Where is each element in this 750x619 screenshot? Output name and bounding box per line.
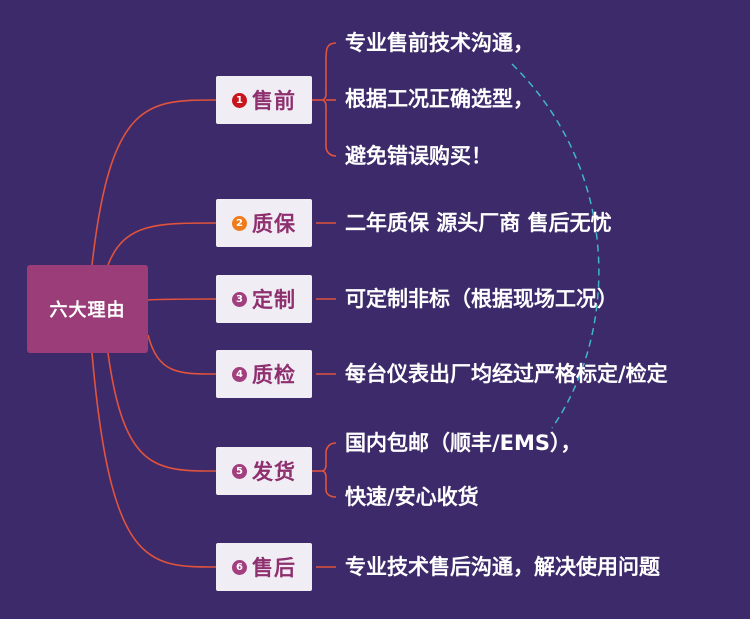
- leaf-item: 专业技术售后沟通，解决使用问题: [345, 555, 660, 579]
- leaf-item: 避免错误购买！: [345, 144, 492, 168]
- branch-quality-inspection[interactable]: 4 质检: [216, 350, 312, 398]
- leaf-connectors: [312, 42, 337, 568]
- root-connector: [107, 222, 217, 266]
- leaf-item: 专业售前技术沟通，: [345, 31, 534, 55]
- root-connector: [91, 352, 217, 568]
- leaf-item: 快速/安心收货: [345, 485, 479, 509]
- branch-label: 质保: [252, 212, 296, 236]
- badge-1: 1: [232, 92, 247, 108]
- leaf-item: 二年质保 源头厂商 售后无忧: [345, 211, 612, 235]
- root-connector: [147, 334, 217, 375]
- root-node: 六大理由: [27, 265, 148, 353]
- badge-6: 6: [232, 559, 247, 575]
- leaf-item: 可定制非标（根据现场工况）: [345, 287, 618, 311]
- dashed-arc: [511, 63, 600, 429]
- branch-after-sales[interactable]: 6 售后: [216, 543, 312, 591]
- badge-5: 5: [232, 463, 247, 479]
- root-connector: [107, 352, 217, 472]
- badge-3: 3: [232, 291, 247, 307]
- leaf-item: 根据工况正确选型，: [345, 87, 534, 111]
- leaf-item: 每台仪表出厂均经过严格标定/检定: [345, 362, 668, 386]
- branch-shipping[interactable]: 5 发货: [216, 447, 312, 495]
- leaf-brace: [321, 442, 337, 498]
- leaf-brace: [321, 42, 337, 157]
- branch-warranty[interactable]: 2 质保: [216, 199, 312, 247]
- branch-label: 售前: [252, 89, 296, 113]
- branch-customization[interactable]: 3 定制: [216, 275, 312, 323]
- badge-2: 2: [232, 215, 247, 231]
- leaf-item: 国内包邮（顺丰/EMS），: [345, 431, 582, 455]
- root-connector: [91, 99, 217, 266]
- root-connector: [147, 298, 217, 301]
- branch-label: 售后: [252, 556, 296, 580]
- root-connectors: [91, 99, 217, 568]
- branch-label: 定制: [252, 288, 296, 312]
- branch-label: 质检: [252, 363, 296, 387]
- branch-label: 发货: [252, 460, 296, 484]
- branch-presales[interactable]: 1 售前: [216, 76, 312, 124]
- badge-4: 4: [232, 366, 247, 382]
- root-label: 六大理由: [49, 300, 126, 321]
